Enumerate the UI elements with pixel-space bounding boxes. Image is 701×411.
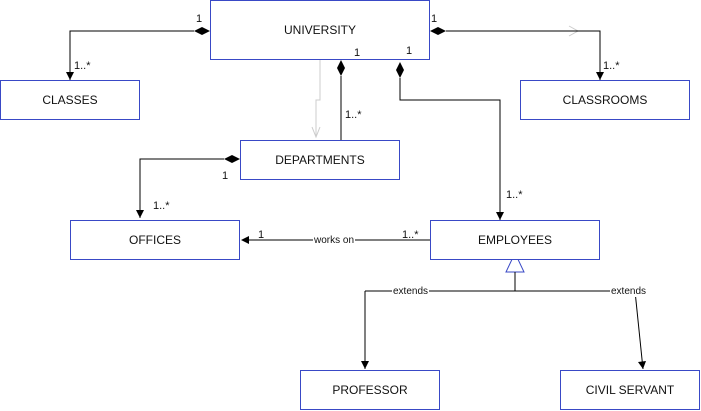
composition-university-classrooms (430, 27, 604, 80)
multiplicity-departments-offices-target: 1..* (153, 200, 170, 212)
multiplicity-university-classes-source: 1 (196, 13, 203, 25)
arrowhead (596, 72, 604, 80)
composition-diamond (337, 60, 345, 76)
class-civil-servant[interactable]: CIVIL SERVANT (560, 370, 700, 410)
multiplicity-university-classrooms-target: 1..* (603, 60, 620, 72)
composition-diamond (396, 62, 404, 78)
composition-diamond (430, 27, 446, 35)
multiplicity-university-classes-target: 1..* (74, 60, 91, 72)
association-line (399, 78, 501, 220)
class-name: CLASSROOMS (562, 93, 648, 107)
multiplicity-university-classrooms-source: 1 (431, 13, 438, 25)
class-employees[interactable]: EMPLOYEES (430, 220, 600, 260)
arrowhead (136, 210, 144, 218)
composition-university-departments (337, 60, 345, 140)
arrowhead (241, 236, 249, 244)
multiplicity-university-departments-source: 1 (354, 47, 361, 59)
composition-diamond (224, 155, 240, 163)
generalization-label-professor: extends (392, 286, 430, 297)
class-name: EMPLOYEES (477, 233, 553, 247)
multiplicity-university-employees-target: 1..* (506, 189, 523, 201)
multiplicity-employees-offices-target: 1 (258, 229, 265, 241)
generalization-line-civil-servant (634, 290, 644, 370)
arrowhead (638, 361, 646, 369)
generalization-employees (361, 251, 646, 370)
association-line (69, 30, 194, 80)
class-classrooms[interactable]: CLASSROOMS (520, 80, 690, 120)
arrowhead (496, 212, 504, 220)
composition-departments-offices (136, 155, 240, 218)
class-departments[interactable]: DEPARTMENTS (240, 140, 400, 180)
class-name: PROFESSOR (332, 383, 408, 397)
arrowhead (66, 72, 74, 80)
class-name: OFFICES (128, 233, 181, 247)
class-name: UNIVERSITY (283, 23, 356, 37)
multiplicity-departments-offices-source: 1 (222, 170, 229, 182)
composition-university-employees (396, 62, 504, 220)
generalization-label-civil-servant: extends (610, 286, 648, 297)
association-label-works-on: works on (313, 235, 356, 246)
class-name: CIVIL SERVANT (585, 383, 675, 397)
class-classes[interactable]: CLASSES (0, 80, 140, 120)
composition-diamond (194, 27, 210, 35)
faint-arrowhead (311, 126, 321, 139)
association-line (139, 158, 224, 218)
class-professor[interactable]: PROFESSOR (300, 370, 440, 410)
multiplicity-university-departments-target: 1..* (345, 109, 362, 121)
association-line (446, 30, 601, 80)
class-name: CLASSES (42, 93, 98, 107)
class-name: DEPARTMENTS (275, 153, 365, 167)
faint-connector (315, 60, 321, 137)
class-offices[interactable]: OFFICES (70, 220, 240, 260)
multiplicity-employees-offices-source: 1..* (402, 229, 419, 241)
class-university[interactable]: UNIVERSITY (210, 0, 430, 60)
multiplicity-university-employees-source: 1 (406, 45, 413, 57)
arrowhead (361, 361, 369, 369)
composition-university-classes (66, 27, 210, 80)
